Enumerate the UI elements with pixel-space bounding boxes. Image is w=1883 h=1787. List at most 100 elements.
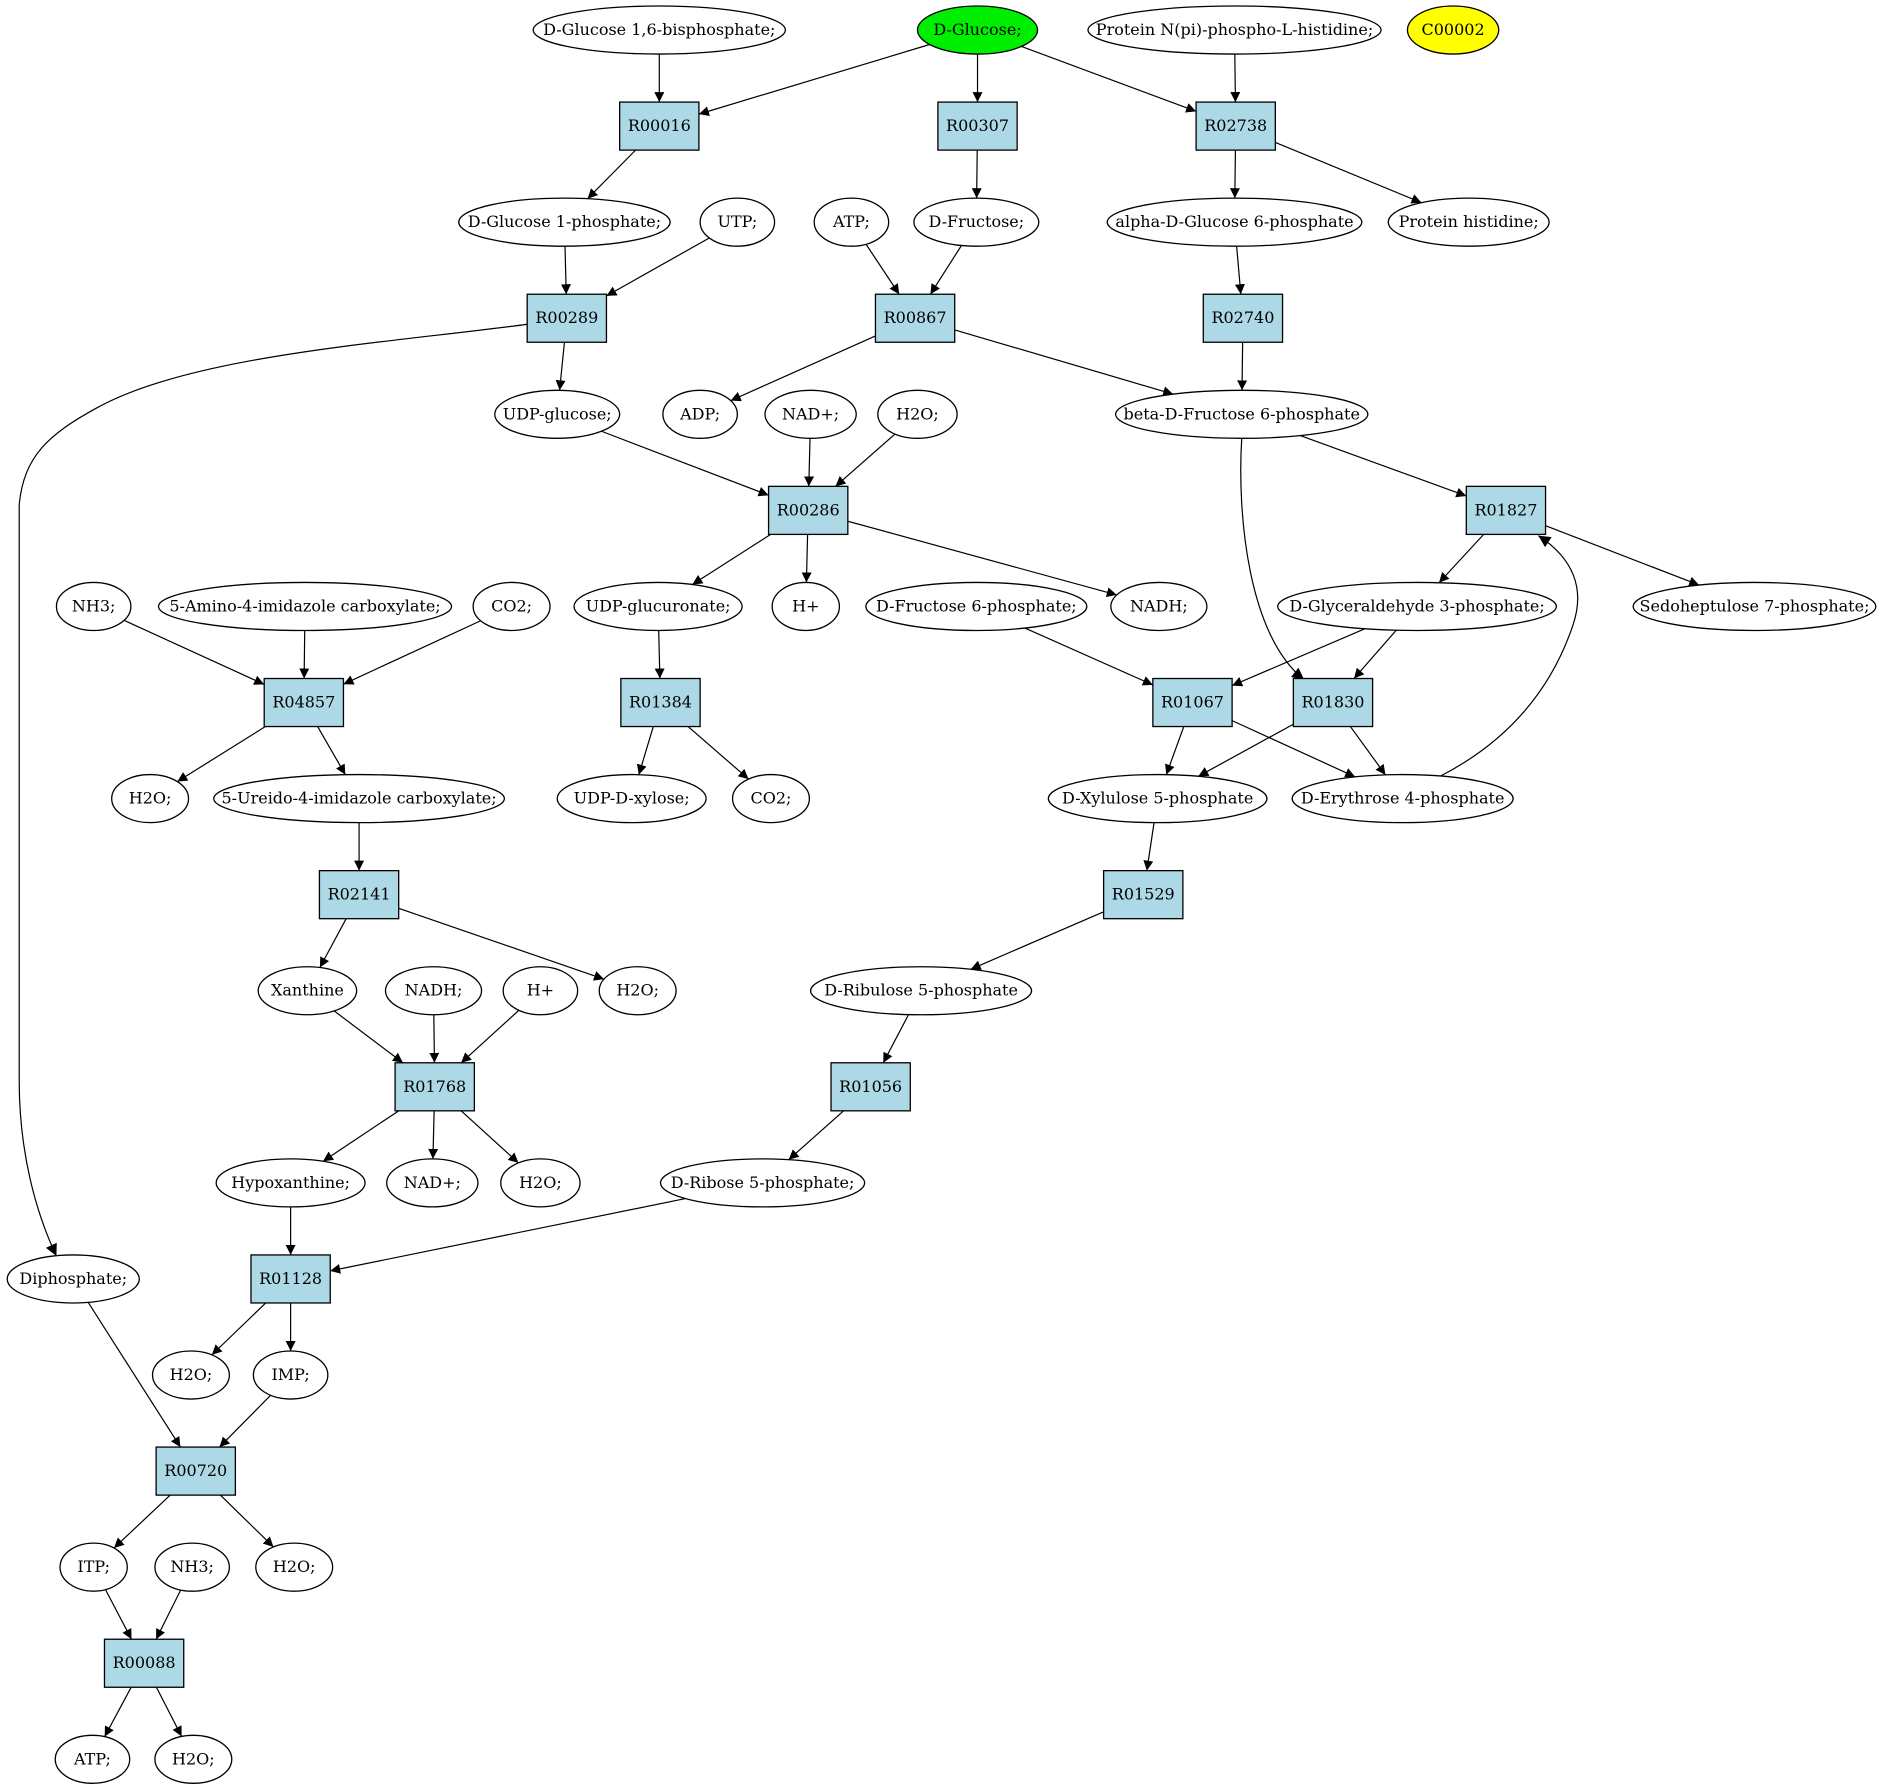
compound-node[interactable]: D-Glyceraldehyde 3-phosphate; [1277,581,1558,632]
compound-node[interactable]: NH3; [154,1542,231,1592]
compound-label: D-Xylulose 5-phosphate [1062,789,1253,808]
compound-node[interactable]: UDP-glucuronate; [573,581,743,632]
compound-node[interactable]: UTP; [699,197,776,247]
compound-label: C00002 [1422,20,1485,39]
compound-label: NAD+; [404,1173,461,1192]
reaction-node[interactable]: R00289 [526,293,608,343]
compound-ellipse [662,389,738,439]
compound-node[interactable]: H2O; [500,1158,581,1208]
reaction-node[interactable]: R01128 [250,1254,331,1304]
compound-node[interactable]: CO2; [731,773,811,824]
compound-node[interactable]: Protein histidine; [1387,197,1550,247]
compound-node[interactable]: H2O; [877,389,958,439]
reaction-node[interactable]: R00088 [103,1638,185,1688]
reaction-node[interactable]: R04857 [263,677,345,728]
compound-node[interactable]: D-Ribose 5-phosphate; [659,1158,866,1208]
compound-ellipse [386,1158,479,1208]
compound-node[interactable]: Diphosphate; [6,1254,140,1304]
edge-r01128-c_h2o5 [211,1302,267,1356]
reaction-node[interactable]: R01056 [830,1062,911,1112]
compound-node[interactable]: D-Fructose; [913,197,1040,247]
compound-label: ITP; [77,1557,110,1576]
compound-node[interactable]: D-Glucose; [916,5,1039,55]
compound-node[interactable]: UDP-D-xylose; [556,773,707,824]
edge-r01830-c_x5p [1198,723,1294,777]
compound-node[interactable]: ITP; [59,1542,128,1592]
compound-ellipse [532,5,787,55]
compound-label: UDP-glucuronate; [586,596,731,615]
reaction-label: R01384 [629,693,692,712]
reaction-box [394,1062,476,1112]
compound-node[interactable]: alpha-D-Glucose 6-phosphate [1106,197,1363,247]
reaction-box [250,1254,331,1304]
compound-node[interactable]: H2O; [255,1542,334,1592]
compound-ellipse [154,1542,231,1592]
edge-bf6p-r01830 [1241,438,1304,679]
compound-node[interactable]: NH3; [55,581,132,632]
compound-node[interactable]: H2O; [154,1734,233,1784]
compound-node[interactable]: IMP; [252,1350,329,1400]
compound-ellipse [916,5,1039,55]
reaction-node[interactable]: R01830 [1292,677,1374,728]
compound-node[interactable]: D-Erythrose 4-phosphate [1291,773,1514,824]
compound-ellipse [55,581,132,632]
reaction-node[interactable]: R02141 [318,869,400,920]
reaction-node[interactable]: R01768 [394,1062,476,1112]
compound-node[interactable]: ADP; [662,389,738,439]
compound-node[interactable]: D-Fructose 6-phosphate; [865,581,1088,632]
compound-ellipse [500,1158,581,1208]
compound-node[interactable]: ATP; [813,197,890,247]
compound-node[interactable]: H2O; [151,1350,231,1400]
compound-node[interactable]: NADH; [1110,581,1208,632]
compound-node[interactable]: Sedoheptulose 7-phosphate; [1632,581,1877,632]
compound-node[interactable]: H+ [771,581,841,632]
compound-node[interactable]: NAD+; [764,389,857,439]
reaction-node[interactable]: R02738 [1195,101,1276,151]
compound-node[interactable]: H+ [502,966,579,1016]
reaction-node[interactable]: R01529 [1102,869,1184,920]
compound-node[interactable]: Hypoxanthine; [215,1158,366,1208]
reaction-node[interactable]: R00720 [155,1446,237,1496]
compound-node[interactable]: Protein N(pi)-phospho-L-histidine; [1087,5,1382,55]
edge-c_nadh2-r01768 [429,1014,440,1063]
compound-ellipse [659,1158,866,1208]
compound-ellipse [252,1350,329,1400]
compound-node[interactable]: H2O; [598,966,677,1016]
reaction-node[interactable]: R00307 [937,101,1018,151]
reaction-node[interactable]: R01827 [1465,485,1547,536]
compound-node[interactable]: NADH; [384,966,483,1016]
reaction-node[interactable]: R01067 [1152,677,1233,728]
reaction-label: R01128 [259,1269,322,1288]
reaction-node[interactable]: R00867 [874,293,956,343]
reaction-node[interactable]: R02740 [1202,293,1284,343]
compound-node[interactable]: 5-Amino-4-imidazole carboxylate; [157,581,453,632]
compound-node[interactable]: D-Ribulose 5-phosphate [809,966,1033,1016]
compound-node[interactable]: UDP-glucose; [494,389,621,439]
edge-r01384-c_udpxyl [636,726,654,775]
compound-node[interactable]: D-Xylulose 5-phosphate [1047,773,1268,824]
compound-node[interactable]: D-Glucose 1,6-bisphosphate; [532,5,787,55]
reaction-node[interactable]: R00016 [619,101,700,151]
reaction-node[interactable]: R01384 [620,677,701,728]
edge-c_imp-r00720 [219,1394,272,1448]
compound-label: D-Glucose 1,6-bisphosphate; [543,20,775,39]
reaction-box [620,677,701,728]
compound-node[interactable]: Xanthine [257,966,358,1016]
compound-label: 5-Amino-4-imidazole carboxylate; [169,596,440,615]
reaction-label: R02740 [1211,308,1274,327]
compound-ellipse [1047,773,1268,824]
compound-node[interactable]: D-Glucose 1-phosphate; [458,197,671,247]
compound-label: D-Ribose 5-phosphate; [671,1173,855,1192]
edge-c_udpglcua-r01384 [654,630,665,679]
edge-r00088-c_h2o7 [155,1686,183,1737]
compound-node[interactable]: CO2; [472,581,551,632]
compound-node[interactable]: NAD+; [386,1158,479,1208]
compound-node[interactable]: ATP; [54,1734,131,1784]
compound-node[interactable]: C00002 [1406,5,1500,55]
reaction-box [103,1638,185,1688]
compound-label: H2O; [616,981,659,1000]
compound-node[interactable]: 5-Ureido-4-imidazole carboxylate; [213,773,506,824]
compound-node[interactable]: beta-D-Fructose 6-phosphate [1114,389,1369,439]
compound-node[interactable]: H2O; [111,773,190,824]
reaction-node[interactable]: R00286 [767,485,849,536]
